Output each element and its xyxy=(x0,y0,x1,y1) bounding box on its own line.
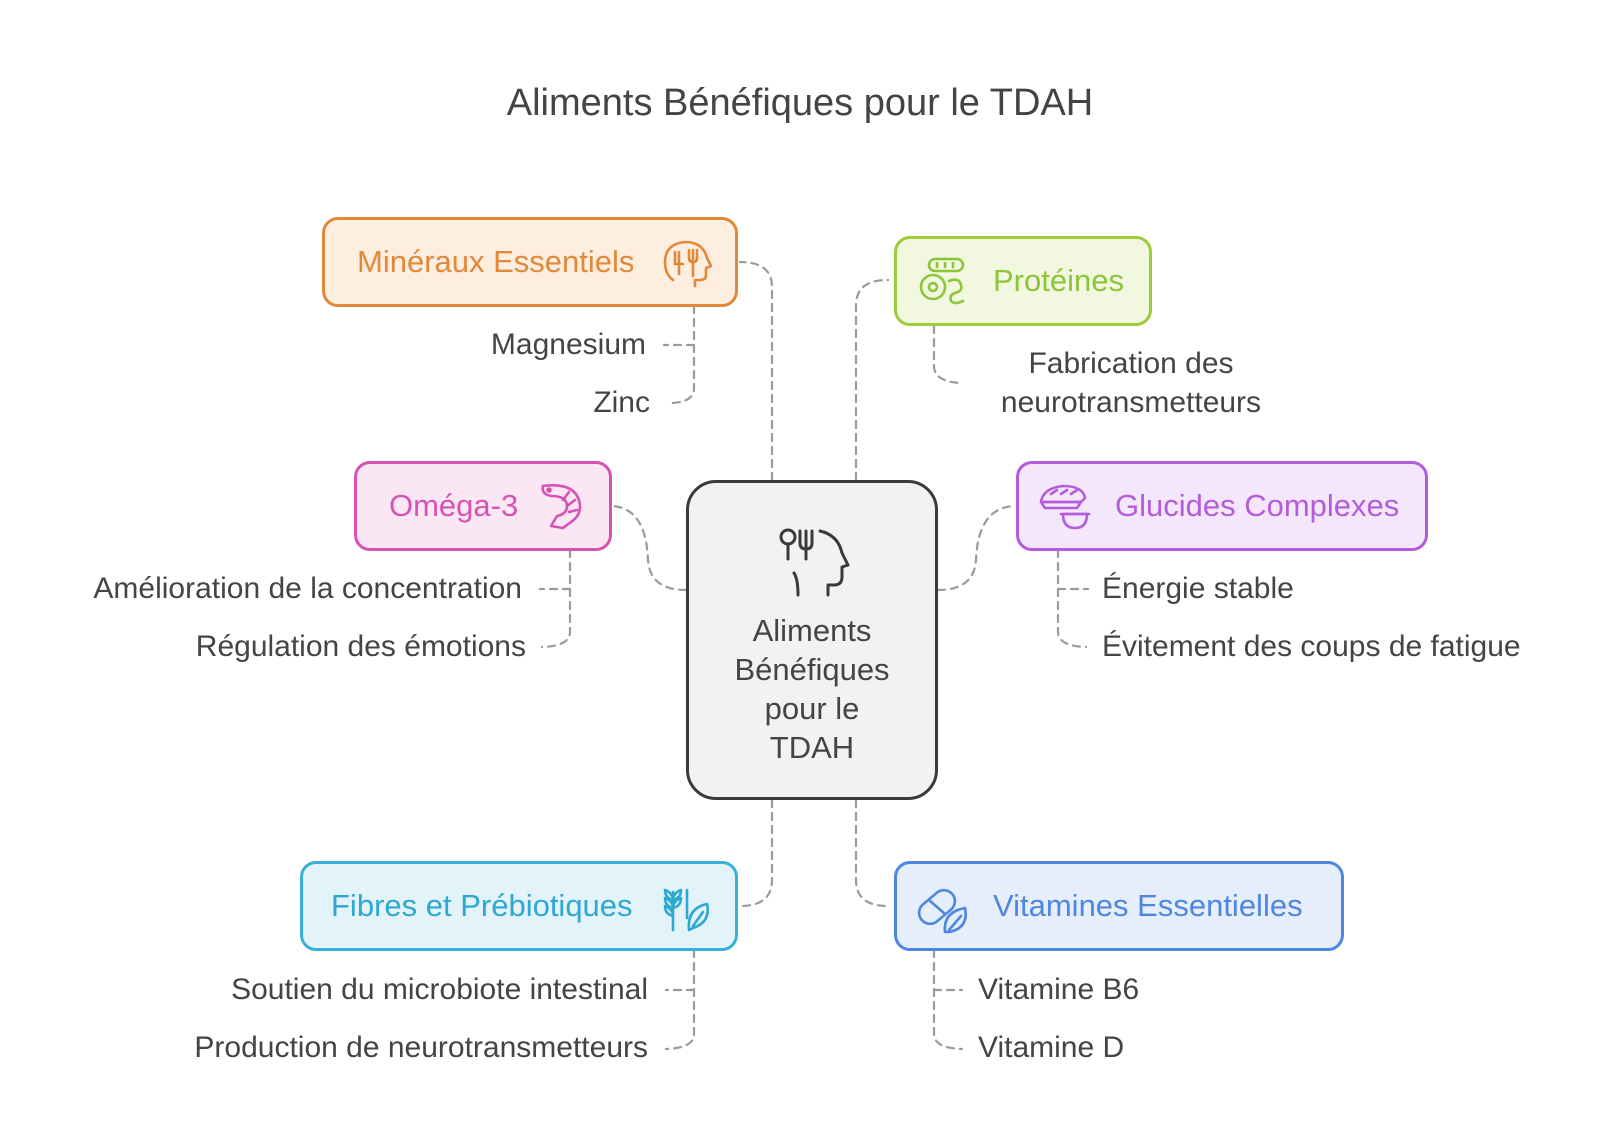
list-item: Production de neurotransmetteurs xyxy=(194,1031,648,1064)
connector-center-proteines xyxy=(854,278,890,482)
bread-bowl-icon xyxy=(1037,478,1093,534)
category-mineraux: Minéraux Essentiels xyxy=(322,217,738,307)
connector-center-fibres xyxy=(738,798,774,908)
category-label: Minéraux Essentiels xyxy=(357,244,635,279)
connector-center-mineraux xyxy=(738,260,774,482)
list-item-text: Fabrication des neurotransmetteurs xyxy=(1000,347,1262,419)
list-item: Énergie stable xyxy=(1102,572,1294,605)
head-fork-knife-icon xyxy=(659,234,715,290)
list-item: Magnesium xyxy=(490,328,646,361)
list-item: Évitement des coups de fatigue xyxy=(1102,630,1521,663)
category-label: Glucides Complexes xyxy=(1115,488,1400,523)
connector-center-vitamines xyxy=(854,798,890,908)
center-label: Aliments Bénéfiques pour le TDAH xyxy=(699,611,925,767)
connector-center-glucides xyxy=(936,504,1016,592)
list-item: Soutien du microbiote intestinal xyxy=(231,973,648,1006)
connector-center-omega xyxy=(610,504,688,592)
category-fibres: Fibres et Prébiotiques xyxy=(300,861,738,951)
category-proteines: Protéines xyxy=(894,236,1152,326)
meat-bread-icon xyxy=(915,253,971,309)
list-item: Fabrication des neurotransmetteurs xyxy=(976,344,1286,422)
category-glucides: Glucides Complexes xyxy=(1016,461,1428,551)
category-label: Oméga-3 xyxy=(389,488,519,523)
connector-vitamines-items xyxy=(932,948,964,1051)
list-item: Vitamine D xyxy=(978,1031,1125,1064)
connector-mineraux-items xyxy=(670,304,696,405)
list-item: Zinc xyxy=(593,386,650,419)
wheat-leaf-icon xyxy=(659,878,715,934)
connector-omega-items xyxy=(540,548,572,649)
shrimp-icon xyxy=(533,478,589,534)
category-label: Vitamines Essentielles xyxy=(993,888,1303,923)
center-label-line: pour le xyxy=(764,691,860,726)
list-item: Régulation des émotions xyxy=(195,630,526,663)
category-label: Fibres et Prébiotiques xyxy=(331,888,633,923)
list-item: Vitamine B6 xyxy=(978,973,1140,1006)
connector-proteines-items xyxy=(932,324,964,385)
page-title: Aliments Bénéfiques pour le TDAH xyxy=(506,82,1094,124)
category-omega: Oméga-3 xyxy=(354,461,612,551)
center-node: Aliments Bénéfiques pour le TDAH xyxy=(686,480,938,800)
center-label-line: TDAH xyxy=(769,730,855,765)
connector-fibres-items xyxy=(664,948,696,1051)
head-fork-knife-icon xyxy=(776,523,856,603)
list-item: Amélioration de la concentration xyxy=(93,572,522,605)
category-vitamines: Vitamines Essentielles xyxy=(894,861,1344,951)
connector-glucides-items xyxy=(1056,548,1088,649)
category-label: Protéines xyxy=(993,263,1124,298)
center-label-line: Bénéfiques xyxy=(734,652,890,687)
center-label-line: Aliments xyxy=(752,613,872,648)
pill-leaf-icon xyxy=(915,878,971,934)
